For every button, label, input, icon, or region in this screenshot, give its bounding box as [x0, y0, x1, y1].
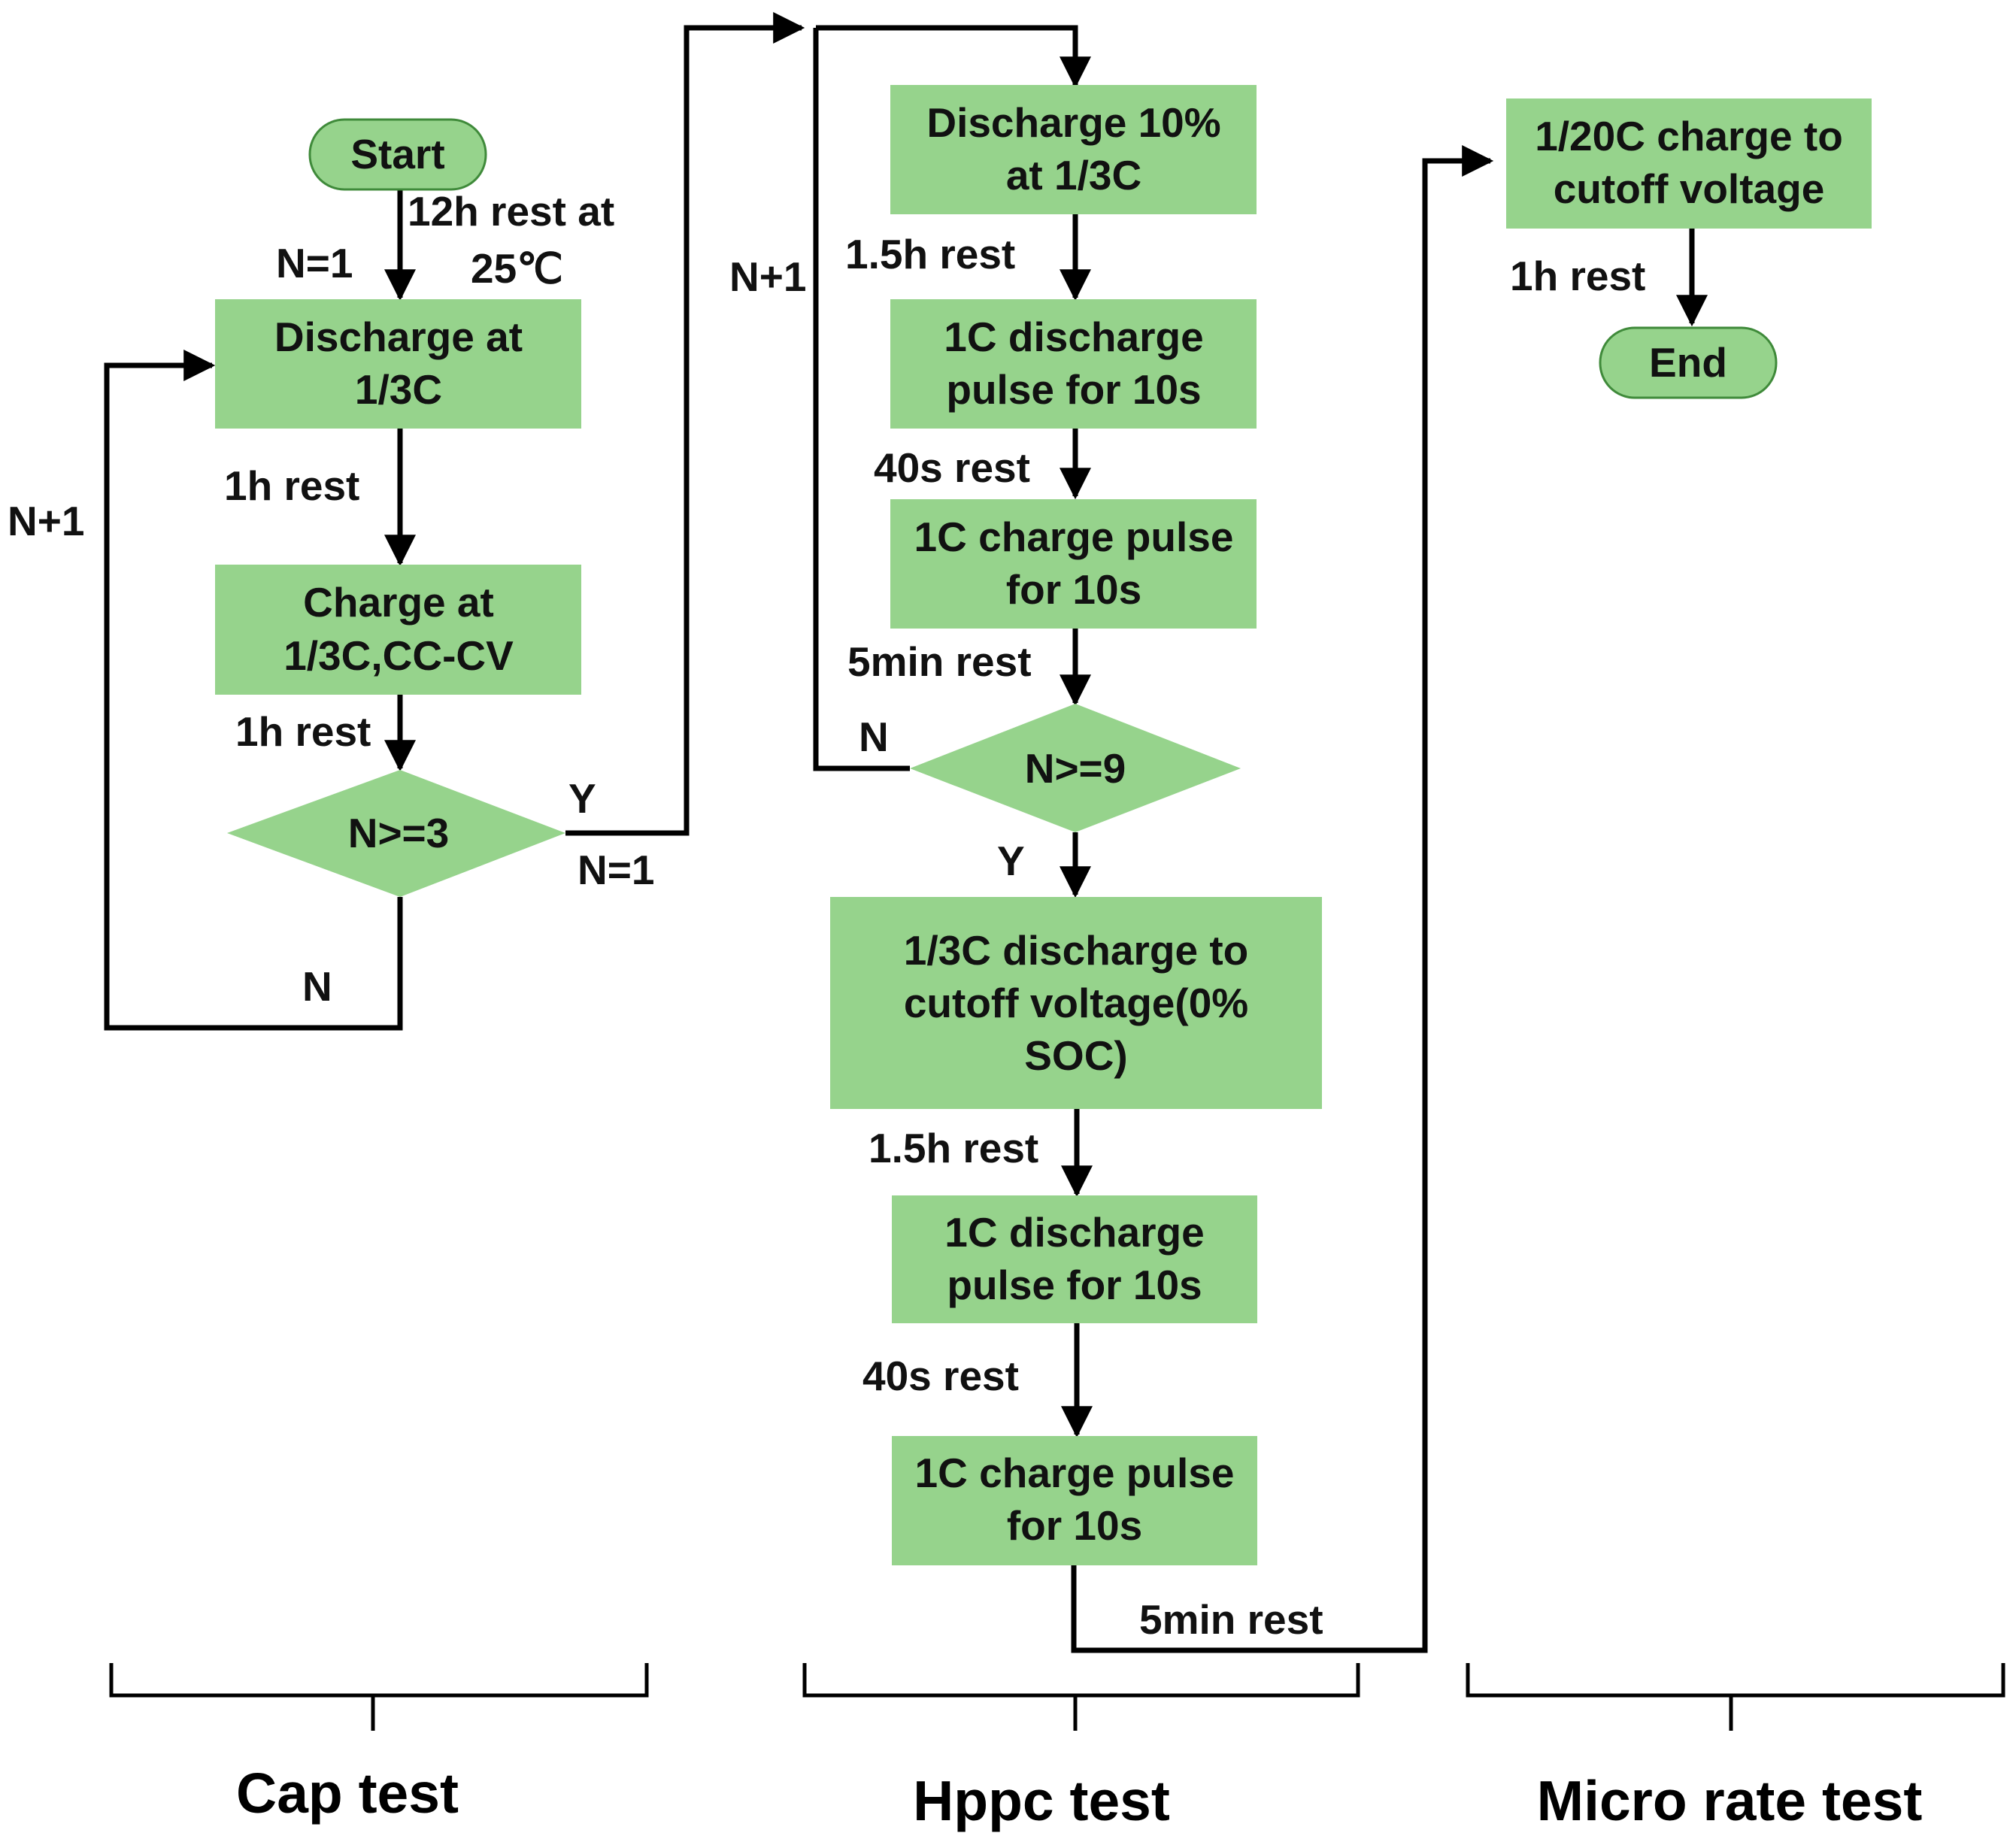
hppc-yes-label: Y: [997, 838, 1025, 884]
hppc-discharge-pulse2-box: 1C discharge pulse for 10s: [892, 1195, 1257, 1323]
start-label: Start: [350, 131, 444, 177]
hppc-charge-pulse2-line1: 1C charge pulse: [915, 1450, 1235, 1496]
section-braces: [109, 1663, 2005, 1731]
micro-charge-line2: cutoff voltage: [1554, 165, 1825, 212]
micro-charge-box: 1/20C charge to cutoff voltage: [1506, 98, 1872, 229]
cap-yes-label: Y: [568, 775, 596, 822]
edge-labels: 12h rest at 25℃ N=1 N+1 1h rest 1h rest …: [8, 188, 1645, 1643]
hppc-n1-label: N=1: [578, 847, 654, 893]
hppc-decision-label: N>=9: [1025, 745, 1126, 792]
cap-charge-line2: 1/3C,CC-CV: [283, 632, 514, 679]
end-node: End: [1599, 326, 1778, 399]
cap-test-title: Cap test: [236, 1762, 459, 1825]
micro-charge-line1: 1/20C charge to: [1535, 113, 1843, 159]
micro-rest-label: 1h rest: [1510, 253, 1645, 299]
hppc-discharge10-line1: Discharge 10%: [926, 99, 1220, 146]
hppc-charge-pulse-line2: for 10s: [1006, 566, 1141, 613]
rest-12h-line1: 12h rest at: [408, 188, 614, 235]
cap-n1-label: N=1: [276, 240, 353, 286]
section-titles: Cap test Hppc test Micro rate test: [236, 1762, 1922, 1832]
cap-discharge-box: Discharge at 1/3C: [215, 299, 581, 429]
micro-rate-test-brace: [1466, 1663, 2005, 1731]
hppc-charge-pulse-line1: 1C charge pulse: [914, 514, 1234, 560]
edge-cap-to-hppc: [565, 12, 805, 836]
hppc-cutoff-line1: 1/3C discharge to: [904, 927, 1248, 974]
edge-cap-loop-back: [104, 350, 403, 1031]
hppc-decision-diamond: N>=9: [910, 704, 1241, 832]
hppc-rest-5min-b-label: 5min rest: [1139, 1596, 1323, 1643]
hppc-no-label: N: [859, 713, 889, 760]
hppc-discharge-pulse-box: 1C discharge pulse for 10s: [890, 299, 1257, 429]
cap-rest1-label: 1h rest: [224, 462, 359, 509]
cap-charge-box: Charge at 1/3C,CC-CV: [215, 565, 581, 695]
hppc-charge-pulse-box: 1C charge pulse for 10s: [890, 499, 1257, 629]
cap-decision-diamond: N>=3: [227, 770, 565, 897]
hppc-cutoff-line3: SOC): [1024, 1032, 1128, 1079]
start-node: Start: [308, 118, 487, 191]
hppc-n-plus-1-label: N+1: [729, 253, 806, 300]
edge-hppc-loop-back: [813, 28, 910, 771]
edge-hppc-to-micro: [1071, 145, 1494, 1653]
hppc-rest-5min-a-label: 5min rest: [847, 638, 1032, 685]
hppc-rest-15h-a-label: 1.5h rest: [845, 231, 1015, 277]
hppc-test-brace: [802, 1663, 1360, 1731]
micro-rate-test-title: Micro rate test: [1537, 1769, 1923, 1832]
cap-decision-label: N>=3: [348, 810, 450, 856]
cap-no-label: N: [302, 963, 332, 1010]
hppc-discharge-pulse2-line2: pulse for 10s: [947, 1262, 1202, 1308]
hppc-test-title: Hppc test: [913, 1769, 1170, 1832]
cap-discharge-line2: 1/3C: [355, 366, 442, 413]
hppc-charge-pulse2-box: 1C charge pulse for 10s: [892, 1436, 1257, 1565]
hppc-discharge-pulse2-line1: 1C discharge: [944, 1209, 1204, 1256]
cap-charge-line1: Charge at: [303, 579, 494, 626]
hppc-charge-pulse2-line2: for 10s: [1007, 1502, 1142, 1549]
hppc-discharge-pulse-line2: pulse for 10s: [946, 366, 1201, 413]
hppc-rest-40s-b-label: 40s rest: [862, 1353, 1019, 1399]
connectors: [104, 12, 1708, 1653]
cap-rest2-label: 1h rest: [235, 708, 371, 755]
hppc-cutoff-line2: cutoff voltage(0%: [904, 980, 1248, 1026]
end-label: End: [1649, 339, 1727, 386]
rest-12h-line2: 25℃: [471, 245, 563, 292]
hppc-rest-15h-b-label: 1.5h rest: [869, 1125, 1038, 1171]
hppc-discharge10-box: Discharge 10% at 1/3C: [890, 85, 1257, 214]
hppc-discharge-pulse-line1: 1C discharge: [944, 314, 1203, 360]
cap-discharge-line1: Discharge at: [274, 314, 523, 360]
hppc-discharge10-line2: at 1/3C: [1006, 152, 1141, 198]
hppc-rest-40s-a-label: 40s rest: [874, 444, 1030, 491]
cap-test-brace: [109, 1663, 649, 1731]
edge-into-hppc: [816, 25, 1091, 89]
cap-n-plus-1-label: N+1: [8, 498, 84, 544]
hppc-cutoff-box: 1/3C discharge to cutoff voltage(0% SOC): [830, 897, 1322, 1109]
